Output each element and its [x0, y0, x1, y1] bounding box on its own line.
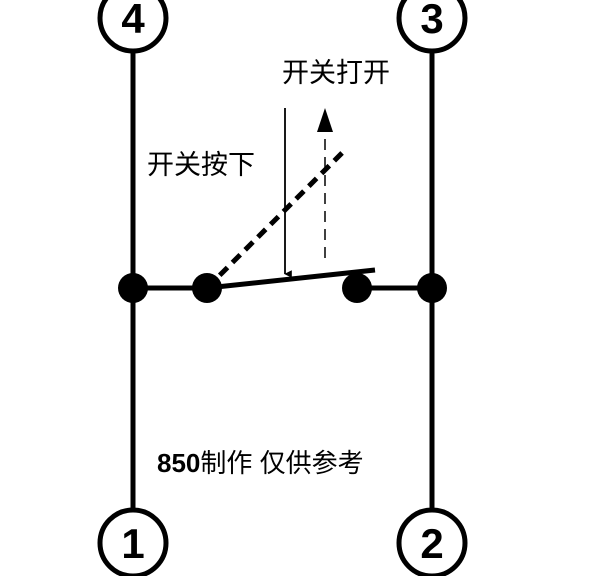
- open-arrow-head-icon: [317, 108, 333, 132]
- credit-note-number: 850: [157, 448, 200, 478]
- pin-1-label: 1: [121, 520, 144, 567]
- pin-4-label: 4: [121, 0, 145, 42]
- pin-3-label: 3: [420, 0, 443, 42]
- pin-1-terminal: 1: [97, 507, 169, 576]
- switch-open-label: 开关打开: [282, 58, 390, 89]
- switch-blade-open: [205, 148, 347, 290]
- pin-3-terminal: 3: [396, 0, 468, 54]
- left-junction-dot: [118, 273, 148, 303]
- pin-2-terminal: 2: [396, 507, 468, 576]
- pin-2-label: 2: [420, 520, 443, 567]
- credit-note: 850制作 仅供参考: [157, 448, 364, 478]
- switch-pivot-contact: [192, 273, 222, 303]
- switch-pressed-label: 开关按下: [147, 150, 255, 181]
- credit-note-text: 制作 仅供参考: [200, 448, 363, 478]
- switch-fixed-contact: [342, 273, 372, 303]
- pin-4-terminal: 4: [97, 0, 169, 54]
- switch-blade-pressed: [206, 267, 376, 291]
- right-junction-dot: [417, 273, 447, 303]
